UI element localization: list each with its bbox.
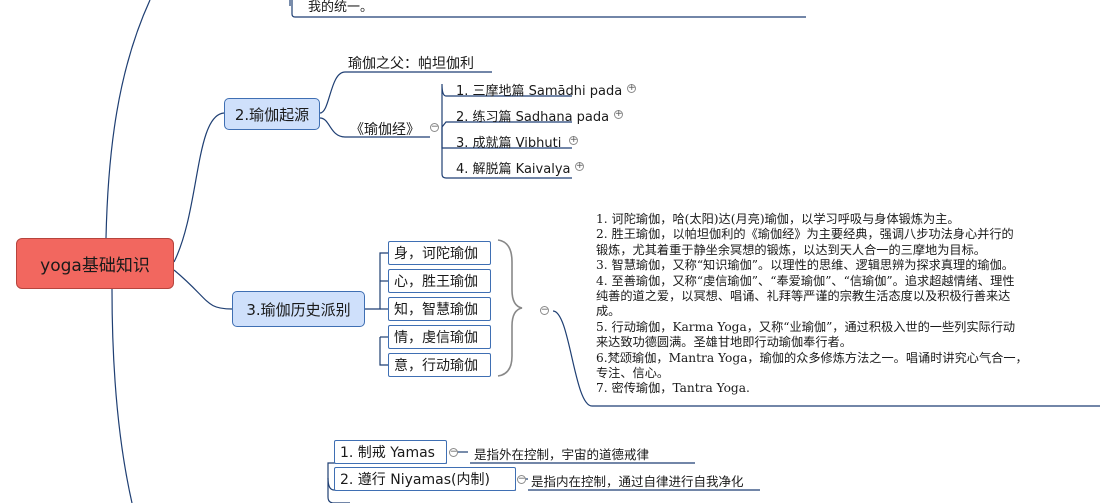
- limb-yamas-collapse-icon[interactable]: −: [449, 447, 458, 457]
- schools-node[interactable]: 3.瑜伽历史派别: [232, 291, 365, 327]
- school-item-devotion[interactable]: 情，虔信瑜伽: [388, 325, 491, 349]
- chapter-1[interactable]: 1. 三摩地篇 Samādhi pada: [456, 84, 623, 99]
- root-node[interactable]: yoga基础知识: [16, 238, 174, 289]
- school-item-label: 情，虔信瑜伽: [394, 330, 478, 346]
- top-node-fragment-text: 我的统一。: [308, 0, 374, 15]
- school-item-knowledge[interactable]: 知，智慧瑜伽: [388, 297, 491, 321]
- school-item-label: 意，行动瑜伽: [394, 358, 478, 374]
- father-node[interactable]: 瑜伽之父：帕坦伽利: [348, 56, 474, 72]
- school-item-label: 知，智慧瑜伽: [394, 302, 478, 318]
- description-line: 1. 诃陀瑜伽，哈(太阳)达(月亮)瑜伽，以学习呼吸与身体锻炼为主。: [596, 212, 960, 226]
- description-line: 锻炼，尤其着重于静坐余冥想的锻炼，以达到天人合一的三摩地为目标。: [596, 242, 986, 257]
- origin-node[interactable]: 2.瑜伽起源: [224, 98, 320, 130]
- chapter-3-expand-icon[interactable]: +: [569, 135, 578, 145]
- chapter-3[interactable]: 3. 成就篇 Vibhuti: [456, 136, 562, 151]
- school-item-label: 心，胜王瑜伽: [394, 274, 478, 290]
- limb-niyamas[interactable]: 2. 遵行 Niyamas(内制): [334, 467, 516, 491]
- limb-niyamas-collapse-icon[interactable]: −: [517, 474, 526, 484]
- description-line: 专注、信心。: [596, 366, 670, 381]
- schools-node-label: 3.瑜伽历史派别: [246, 300, 351, 319]
- schools-description: 1. 诃陀瑜伽，哈(太阳)达(月亮)瑜伽，以学习呼吸与身体锻炼为主。 2. 胜王…: [596, 212, 1104, 397]
- description-line: 成。: [596, 304, 621, 319]
- limb-label: 1. 制戒 Yamas: [340, 445, 435, 461]
- school-item-mind[interactable]: 心，胜王瑜伽: [388, 269, 491, 293]
- root-node-label: yoga基础知识: [40, 256, 150, 276]
- description-line: 3. 智慧瑜伽，又称“知识瑜伽”。以理性的思维、逻辑思辨为探求真理的瑜伽。: [596, 258, 1014, 273]
- limb-label: 2. 遵行 Niyamas(内制): [340, 472, 490, 488]
- description-line: 2. 胜王瑜伽，以帕坦伽利的《瑜伽经》为主要经典，强调八步功法身心并行的: [596, 227, 1014, 242]
- school-item-body[interactable]: 身，诃陀瑜伽: [388, 241, 491, 265]
- chapter-4-expand-icon[interactable]: +: [575, 161, 584, 171]
- description-line: 纯善的道之爱，以冥想、唱诵、礼拜等严谨的宗教生活态度以及积极行善来达: [596, 289, 1011, 304]
- chapter-2-expand-icon[interactable]: +: [614, 109, 623, 119]
- chapter-4[interactable]: 4. 解脱篇 Kaivalya: [456, 162, 571, 177]
- limb-yamas[interactable]: 1. 制戒 Yamas: [334, 440, 447, 464]
- limb-niyamas-note[interactable]: 是指内在控制，通过自律进行自我净化: [531, 474, 744, 489]
- sutra-node[interactable]: 《瑜伽经》: [350, 122, 420, 138]
- description-line: 7. 密传瑜伽，Tantra Yoga.: [596, 381, 750, 396]
- sutra-collapse-icon[interactable]: −: [430, 122, 439, 132]
- description-line: 来达致功德圆满。圣雄甘地即行动瑜伽奉行者。: [596, 335, 852, 350]
- chapter-1-expand-icon[interactable]: +: [627, 83, 636, 93]
- school-item-label: 身，诃陀瑜伽: [394, 246, 478, 262]
- description-line: 6.梵颂瑜伽，Mantra Yoga，瑜伽的众多修炼方法之一。唱诵时讲究心气合一…: [596, 350, 1028, 365]
- chapter-2[interactable]: 2. 练习篇 Sadhana pada: [456, 110, 610, 125]
- origin-node-label: 2.瑜伽起源: [234, 105, 310, 124]
- school-item-action[interactable]: 意，行动瑜伽: [388, 353, 491, 377]
- description-line: 5. 行动瑜伽，Karma Yoga，又称“业瑜伽”，通过积极入世的一些列实际行…: [596, 319, 1016, 334]
- description-line: 4. 至善瑜伽，又称“虔信瑜伽”、“奉爱瑜伽”、“信瑜伽”。追求超越情绪、理性: [596, 273, 1015, 288]
- limb-yamas-note[interactable]: 是指外在控制，宇宙的道德戒律: [474, 447, 650, 462]
- schools-summary-collapse-icon[interactable]: −: [540, 305, 549, 315]
